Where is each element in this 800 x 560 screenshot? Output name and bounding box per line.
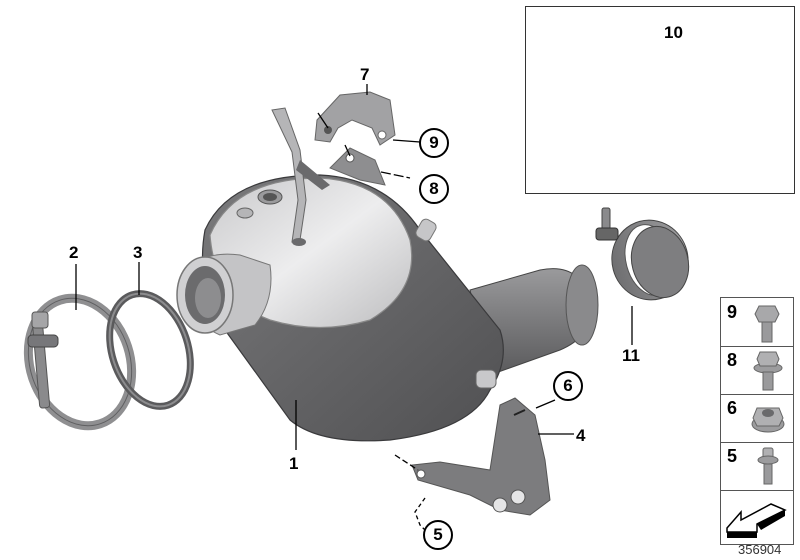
flange-bolt-icon bbox=[753, 351, 783, 391]
callout-8: 8 bbox=[419, 174, 449, 204]
callout-6: 6 bbox=[553, 371, 583, 401]
leader-lines bbox=[75, 42, 677, 531]
dpf-body bbox=[176, 107, 599, 442]
detail-inset bbox=[525, 6, 795, 194]
band-clamp bbox=[595, 207, 690, 301]
v-band-clamp bbox=[23, 293, 137, 431]
hardware-legend: 9 8 6 5 bbox=[720, 297, 794, 545]
hex-bolt-icon bbox=[754, 305, 780, 343]
legend-item-9: 9 bbox=[721, 298, 793, 347]
document-number: 356904 bbox=[738, 542, 782, 557]
callout-3: 3 bbox=[133, 243, 143, 262]
callout-5: 5 bbox=[423, 520, 453, 550]
gasket-ring bbox=[106, 290, 194, 410]
flange-nut-icon bbox=[751, 407, 785, 433]
legend-item-8: 8 bbox=[721, 346, 793, 395]
plate-bracket bbox=[329, 147, 386, 186]
upper-bracket bbox=[314, 91, 396, 146]
torx-bolt-icon bbox=[757, 447, 779, 485]
legend-number: 5 bbox=[727, 446, 738, 466]
legend-direction bbox=[721, 490, 793, 544]
callout-11: 11 bbox=[622, 346, 640, 365]
callout-2: 2 bbox=[69, 243, 79, 262]
callout-1: 1 bbox=[289, 454, 299, 473]
callout-7: 7 bbox=[360, 65, 370, 84]
legend-item-6: 6 bbox=[721, 394, 793, 443]
legend-item-5: 5 bbox=[721, 442, 793, 491]
callout-4: 4 bbox=[576, 426, 586, 445]
legend-number: 8 bbox=[727, 350, 738, 370]
legend-number: 6 bbox=[727, 398, 738, 418]
lower-bracket bbox=[411, 397, 551, 516]
direction-arrow-icon bbox=[726, 503, 787, 538]
callout-9: 9 bbox=[419, 128, 449, 158]
callout-10: 10 bbox=[664, 23, 683, 42]
legend-number: 9 bbox=[727, 302, 738, 322]
